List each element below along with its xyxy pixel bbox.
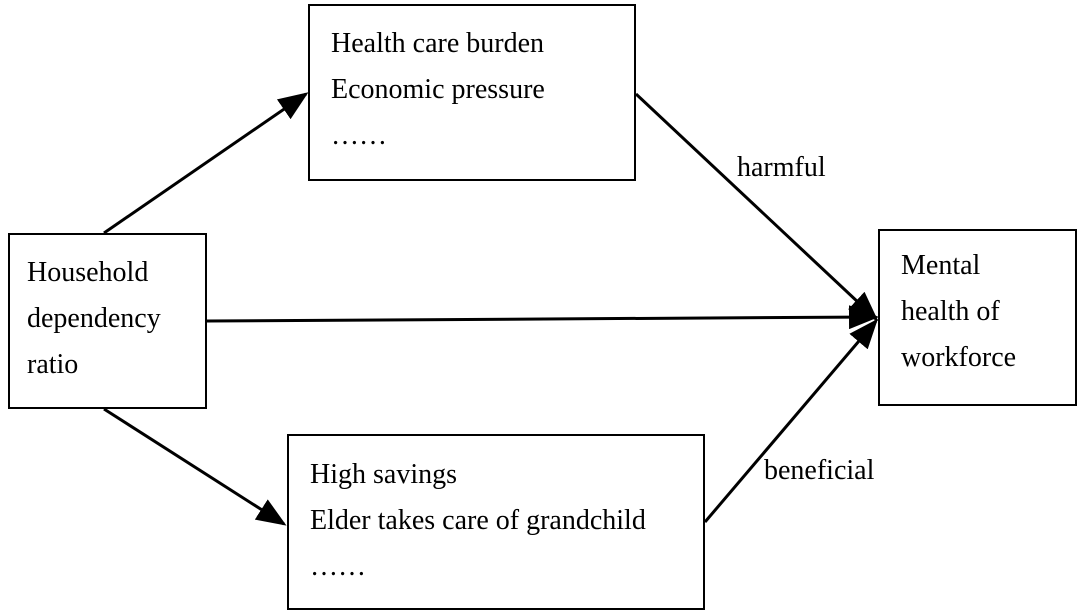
node-text: Household dependency ratio	[27, 250, 161, 388]
node-line: ……	[331, 120, 387, 151]
node-line: Elder takes care of grandchild	[310, 505, 646, 536]
arrow-benefit-to-outcome	[703, 318, 878, 523]
arrow-harm-to-outcome	[634, 92, 879, 322]
edge-label-harmful: harmful	[737, 152, 826, 183]
node-line: health of	[901, 296, 1000, 327]
node-text: Mental health of workforce	[901, 243, 1016, 381]
arrow-source-to-outcome	[206, 305, 879, 330]
node-text: High savings Elder takes care of grandch…	[310, 452, 646, 590]
node-line: ratio	[27, 349, 79, 380]
arrow-source-to-benefit	[103, 407, 287, 526]
node-line: Economic pressure	[331, 74, 545, 105]
node-line: dependency	[27, 303, 161, 334]
node-harmful-mechanisms: Health care burden Economic pressure ……	[308, 4, 636, 181]
node-line: Health care burden	[331, 28, 544, 59]
node-household-dependency-ratio: Household dependency ratio	[8, 233, 207, 409]
node-line: High savings	[310, 459, 457, 490]
node-line: workforce	[901, 342, 1017, 373]
node-line: Household	[27, 257, 149, 288]
edge-label-beneficial: beneficial	[764, 455, 875, 486]
arrow-source-to-harm	[103, 92, 309, 235]
node-beneficial-mechanisms: High savings Elder takes care of grandch…	[287, 434, 705, 610]
node-text: Health care burden Economic pressure ……	[331, 21, 545, 159]
node-line: Mental	[901, 250, 981, 281]
node-mental-health-of-workforce: Mental health of workforce	[878, 229, 1077, 406]
node-line: ……	[310, 551, 366, 582]
